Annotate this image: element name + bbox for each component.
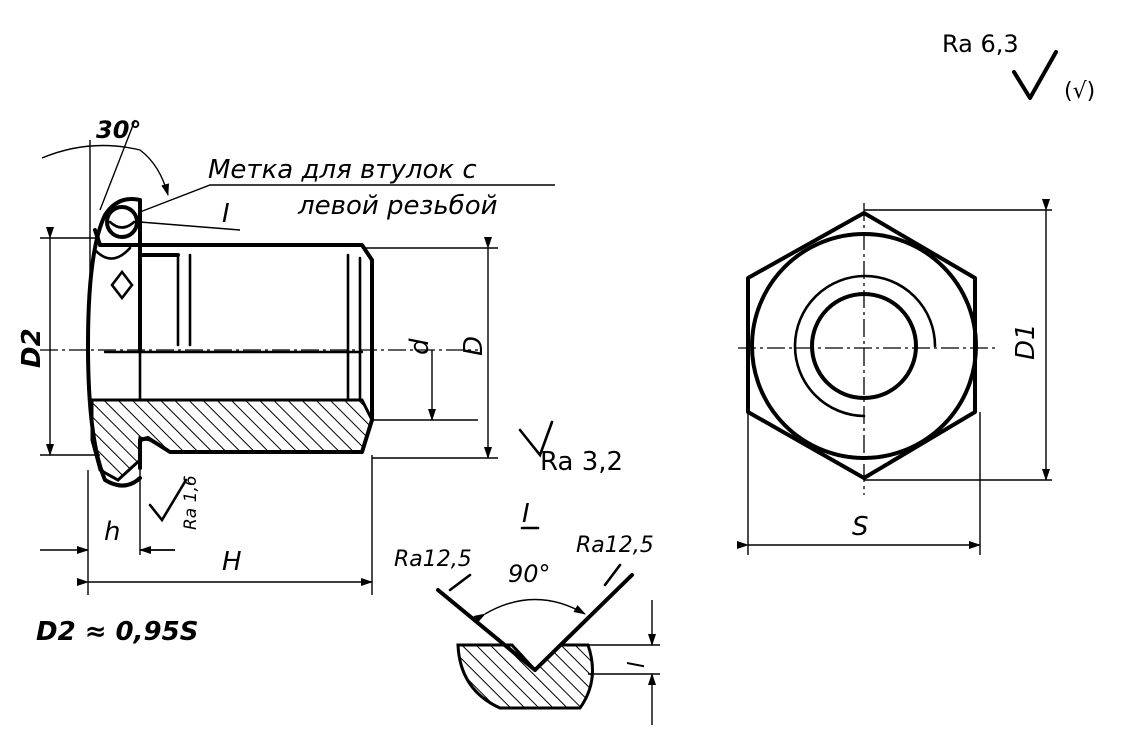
dim-d-label: d	[405, 338, 435, 355]
dim-S-label: S	[852, 512, 869, 542]
angle-30-label: 30°	[96, 116, 141, 144]
ra-32-label: Ra 3,2	[540, 447, 623, 477]
roughness-general-label: Ra 6,3	[942, 30, 1019, 58]
mark-circle	[105, 205, 139, 239]
mark-text-line2: левой резьбой	[297, 191, 498, 221]
angle-90-label: 90°	[508, 560, 551, 588]
dim-h-label: h	[104, 517, 120, 547]
hexagon-outline	[746, 211, 977, 480]
section-ref-label: I	[222, 199, 230, 229]
detail-hatch	[456, 643, 594, 710]
dim-l-label: l	[625, 662, 650, 668]
thread-arc	[793, 274, 937, 418]
ra-16-label: Ra 1,6	[181, 475, 201, 530]
roughness-general-symbol-label: (√)	[1064, 79, 1095, 104]
formula-label: D2 ≈ 0,95S	[36, 617, 198, 647]
hex-head-profile	[86, 197, 180, 488]
detail-I-view	[436, 526, 660, 725]
hex-end-view	[737, 50, 1058, 555]
ra-125-right-label: Ra12,5	[576, 533, 654, 558]
detail-ref-label: I	[522, 499, 530, 529]
side-section-view	[40, 119, 555, 595]
dim-D1-label: D1	[1011, 323, 1041, 360]
roughness-symbol	[1012, 50, 1058, 100]
dim-H-label: H	[222, 547, 242, 577]
dim-D-label: D	[459, 336, 489, 356]
section-hatch	[90, 398, 374, 482]
ra-125-left-label: Ra12,5	[394, 547, 472, 572]
dim-D2-label: D2	[17, 328, 47, 368]
mark-diamond	[110, 269, 134, 301]
mark-text-line1: Метка для втулок с	[208, 155, 477, 185]
